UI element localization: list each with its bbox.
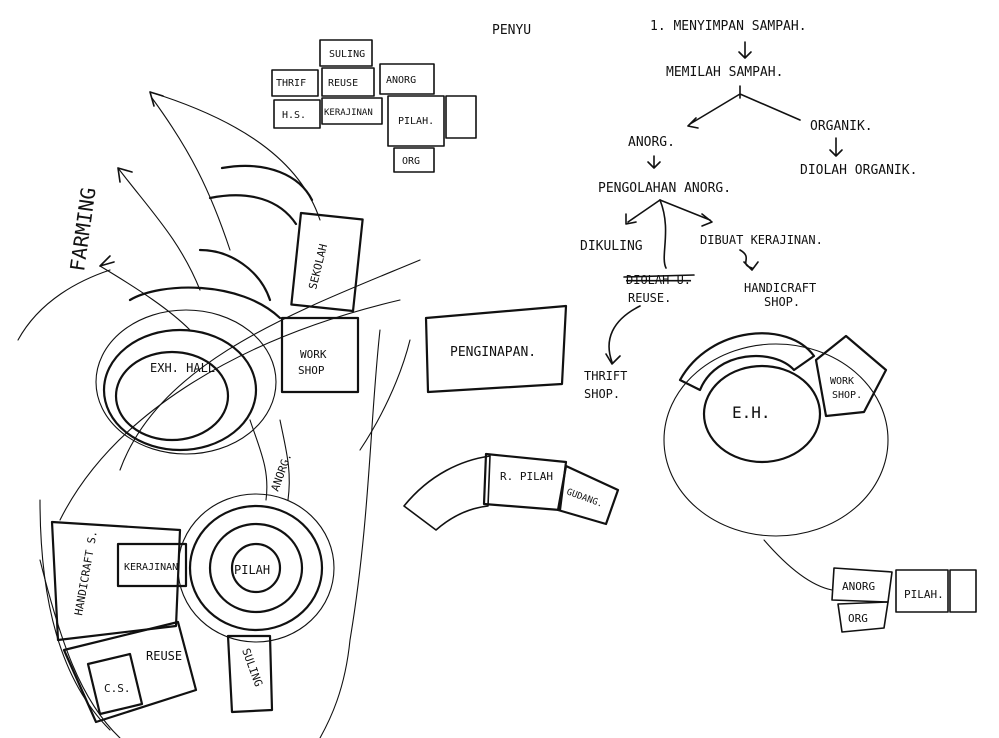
- small-org-label: ORG: [848, 612, 868, 625]
- grid-cell-org: [393, 147, 435, 173]
- plan-upper-cluster: [95, 164, 364, 455]
- sekolah-label: SEKOLAH: [306, 243, 330, 291]
- zone-grid-diagram: SULING THRIF REUSE ANORG H.S. KERAJINAN …: [271, 39, 477, 173]
- flow-step2: MEMILAH SAMPAH.: [666, 65, 783, 80]
- penyu-label: PENYU: [492, 23, 531, 38]
- zone-penginapan: PENGINAPAN.: [424, 304, 568, 394]
- rpilah-label: R. PILAH: [500, 470, 553, 483]
- grid-label-suling: SULING: [329, 49, 365, 60]
- flow-handicraft-line2: SHOP.: [764, 295, 800, 309]
- plan-suling-label: SULING: [239, 647, 265, 689]
- grid-label-thrift: THRIF: [276, 78, 306, 89]
- grid-cell-pilah: [387, 95, 445, 147]
- zone-site-plan: FARMING SEKOLAH WORK SHOP EXH. HALL ANOR…: [17, 91, 421, 738]
- plan-connector: [249, 419, 290, 501]
- plan-kerajinan-label: KERAJINAN: [124, 562, 178, 573]
- plan-lower-rooms: [39, 499, 274, 731]
- plan-pilah-label: PILAH: [234, 563, 270, 577]
- grid-label-reuse: REUSE: [328, 78, 358, 89]
- flow-organik: ORGANIK.: [810, 119, 873, 134]
- grid-label-hs: H.S.: [282, 110, 306, 121]
- gudang-label: GUDANG.: [565, 487, 604, 509]
- grid-label-kerajinan: KERAJINAN: [324, 108, 373, 118]
- plan-handicraft-label: HANDICRAFT S.: [72, 529, 100, 616]
- plan-workshop-line1: WORK: [300, 348, 327, 361]
- small-anorg-label: ANORG: [842, 580, 875, 593]
- farming-label: FARMING: [65, 186, 100, 273]
- zone-flow-diagram: 1. MENYIMPAN SAMPAH. MEMILAH SAMPAH. ANO…: [580, 19, 917, 401]
- zone-eh-sketch: E.H. WORK SHOP.: [663, 332, 889, 537]
- plan-exh-hall-label: EXH. HALL: [150, 361, 215, 375]
- plan-anorg-vertical: ANORG.: [269, 451, 295, 493]
- flow-thrift-line1: THRIFT: [584, 369, 627, 383]
- flow-dibuat-kerajinan: DIBUAT KERAJINAN.: [700, 233, 823, 247]
- flow-reuse: REUSE.: [628, 291, 671, 305]
- plan-cs-label: C.S.: [104, 682, 131, 695]
- grid-label-pilah: PILAH.: [398, 116, 434, 127]
- flow-pengolahan-anorg: PENGOLAHAN ANORG.: [598, 181, 731, 196]
- flow-anorg: ANORG.: [628, 135, 675, 150]
- grid-cell-kerajinan: [321, 97, 383, 125]
- grid-cell-reuse: [321, 67, 375, 97]
- grid-cell-anorg: [379, 63, 435, 95]
- grid-cell-thrift: [271, 69, 319, 97]
- penginapan-label: PENGINAPAN.: [450, 345, 536, 360]
- plan-farming-arrows: [99, 91, 164, 267]
- flow-diolah-organik: DIOLAH ORGANIK.: [800, 163, 917, 178]
- grid-label-org: ORG: [402, 156, 420, 167]
- plan-site-boundary: [17, 91, 421, 738]
- grid-cell-blank: [445, 95, 477, 139]
- flow-arrows: [605, 41, 843, 365]
- flow-didaur-ulang: DIKULING: [580, 239, 643, 254]
- flow-handicraft-line1: HANDICRAFT: [744, 281, 816, 295]
- flow-thrift-line2: SHOP.: [584, 387, 620, 401]
- grid-cell-suling: [319, 39, 373, 67]
- zone-rpilah-arc: R. PILAH GUDANG.: [403, 452, 620, 531]
- eh-workshop-line2: SHOP.: [832, 390, 862, 401]
- flow-step1: 1. MENYIMPAN SAMPAH.: [650, 19, 807, 34]
- small-pilah-label: PILAH.: [904, 588, 944, 601]
- eh-label: E.H.: [732, 403, 771, 422]
- eh-workshop-line1: WORK: [830, 376, 854, 387]
- grid-cell-hs: [273, 99, 321, 129]
- zone-small-sketch: ANORG PILAH. ORG: [763, 539, 977, 633]
- grid-label-anorg: ANORG: [386, 75, 416, 86]
- plan-reuse-label: REUSE: [146, 649, 182, 663]
- plan-workshop-line2: SHOP: [298, 364, 325, 377]
